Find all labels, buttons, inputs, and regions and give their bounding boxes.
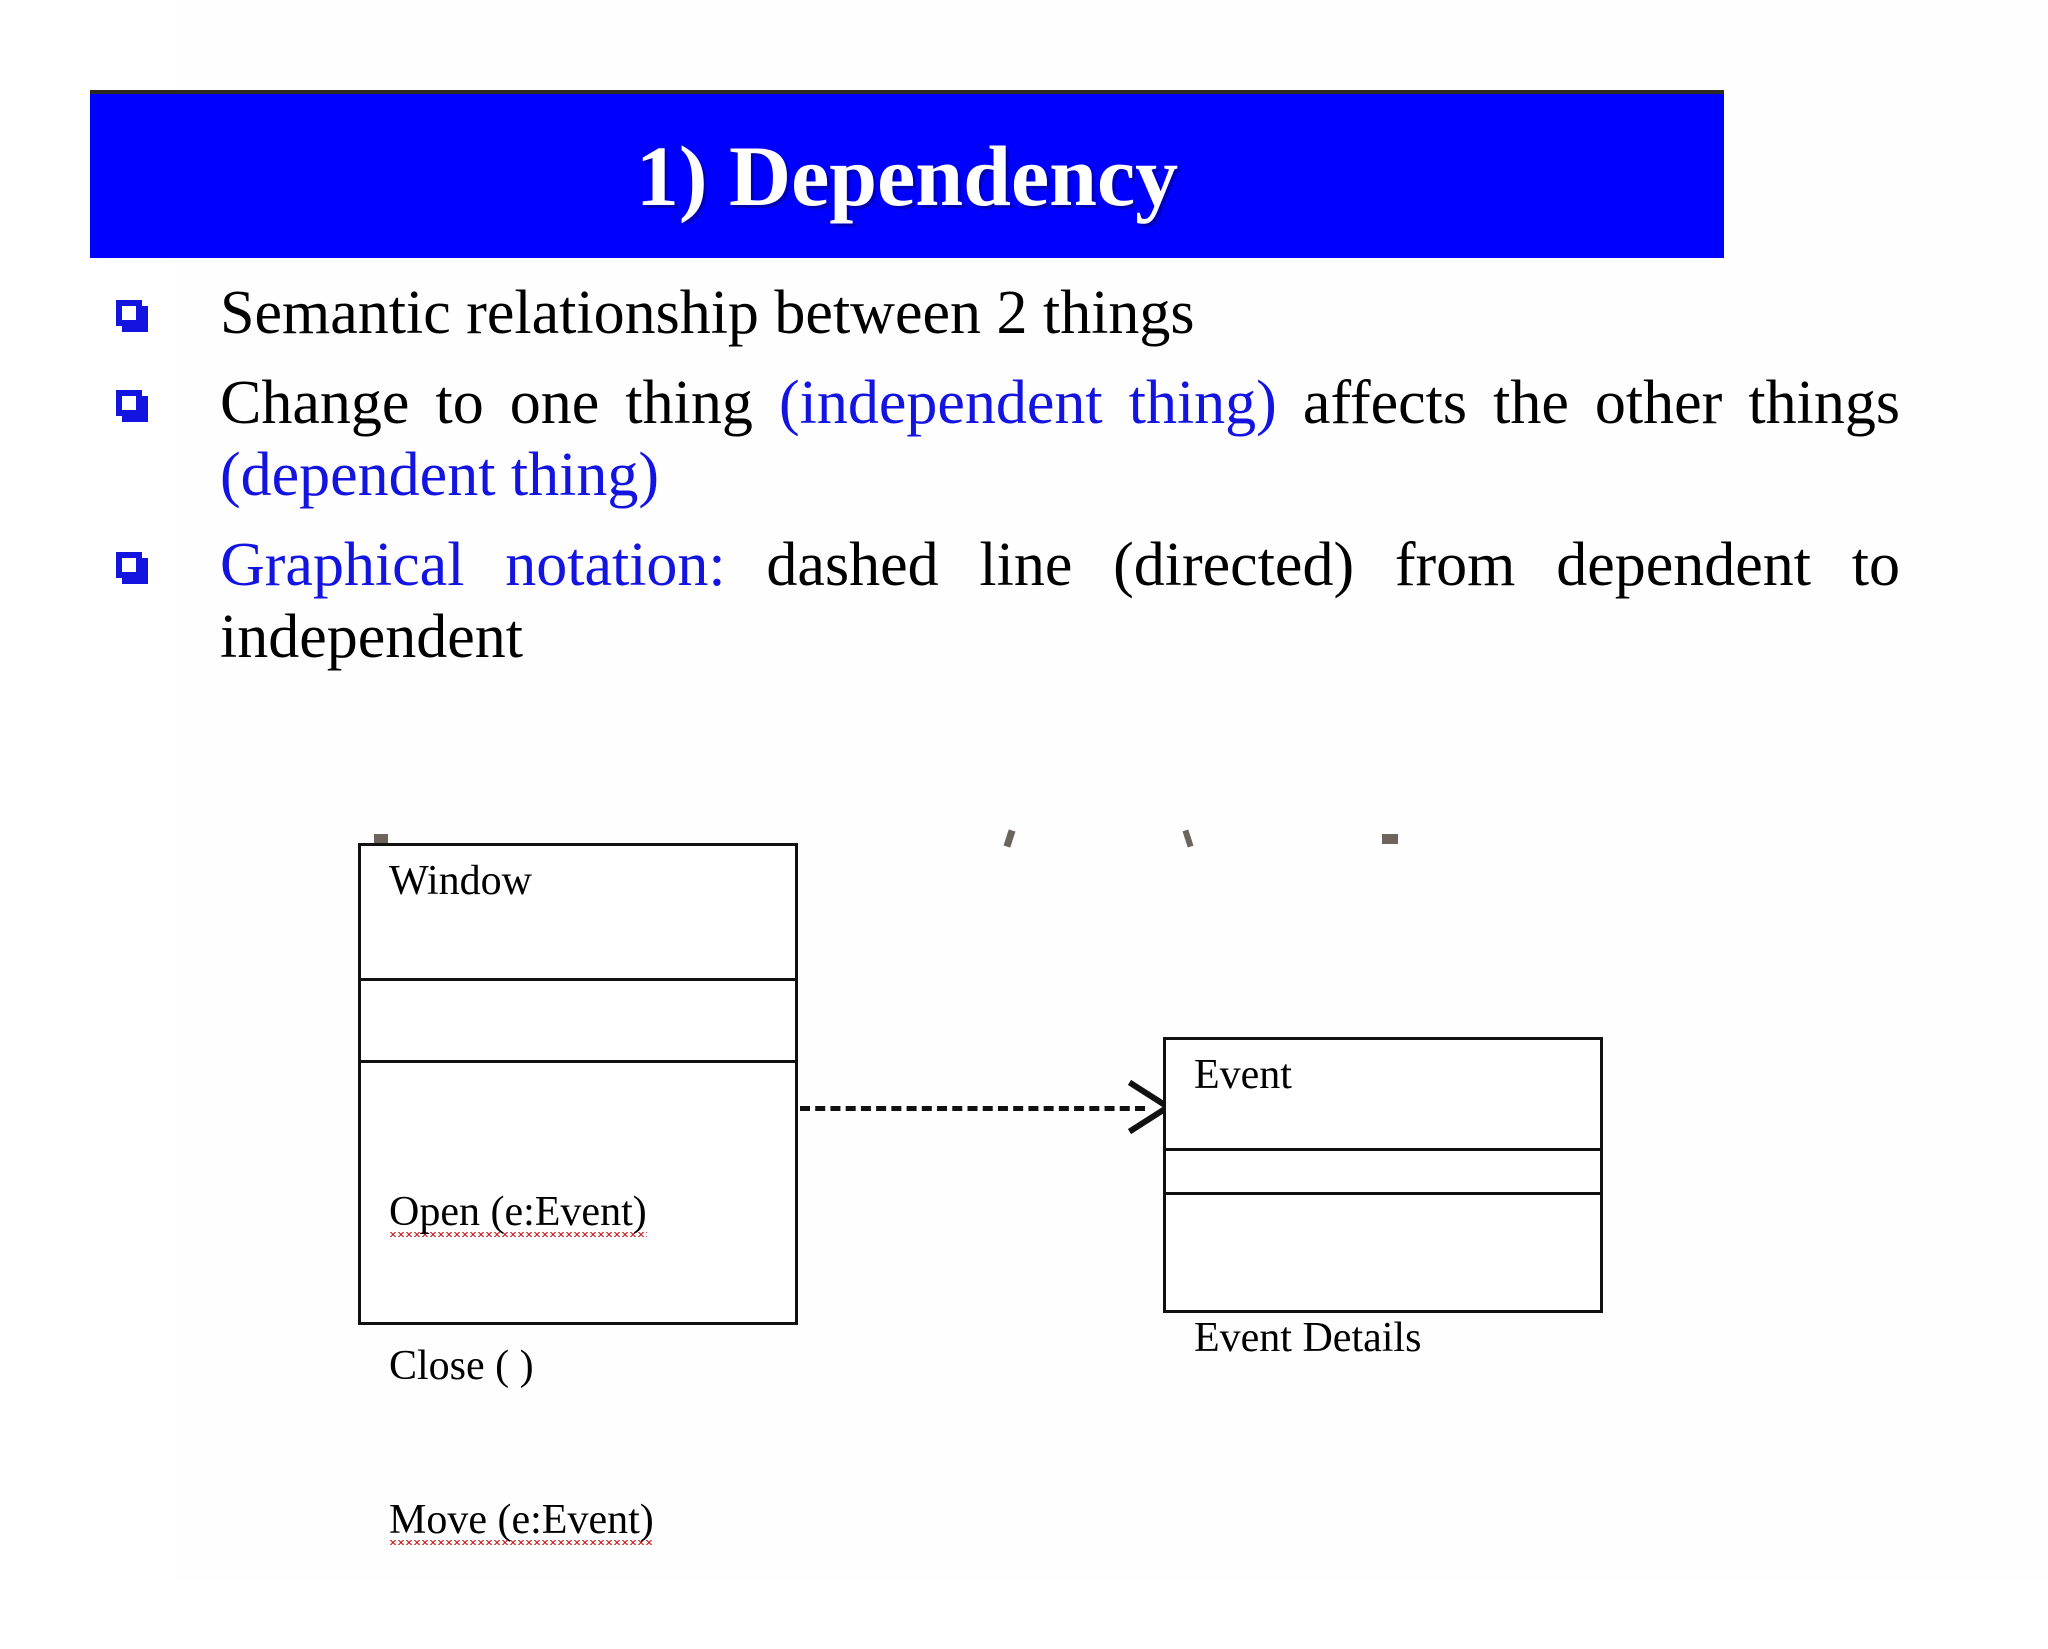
bullet-segment-highlight: Graphical notation: <box>220 530 726 599</box>
bullet-marker <box>90 530 220 583</box>
bullet-text: Change to one thing (independent thing) … <box>220 368 1970 512</box>
bullet-segment: dashed line (directed) from dependent to… <box>220 530 1900 671</box>
hollow-square-bullet-icon <box>116 389 142 416</box>
bullet-marker <box>90 278 220 331</box>
bullet-segment-highlight: (dependent thing) <box>220 440 660 509</box>
list-item: Graphical notation: dashed line (directe… <box>90 530 1970 674</box>
hollow-square-bullet-icon <box>116 300 142 326</box>
clipped-text-artifact <box>374 834 388 846</box>
bullet-list: Semantic relationship between 2 things C… <box>90 278 1970 692</box>
bullet-text: Graphical notation: dashed line (directe… <box>220 530 1970 674</box>
bullet-segment: affects the other things <box>1276 368 1900 437</box>
bullet-marker <box>90 368 220 421</box>
bullet-segment: Semantic relationship between 2 things <box>220 279 1195 347</box>
slide-title-bar: 1) Dependency <box>90 90 1724 258</box>
bullet-segment: Change to one thing <box>220 368 779 437</box>
list-item: Semantic relationship between 2 things <box>90 278 1970 350</box>
clipped-text-artifact <box>1382 834 1398 844</box>
hollow-square-bullet-icon <box>116 551 142 578</box>
list-item: Change to one thing (independent thing) … <box>90 368 1970 512</box>
slide-canvas: 1) Dependency Semantic relationship betw… <box>90 90 1970 1543</box>
bullet-text: Semantic relationship between 2 things <box>220 278 1970 350</box>
bullet-segment-highlight: (independent thing) <box>778 368 1277 437</box>
page-title: 1) Dependency <box>635 128 1179 224</box>
